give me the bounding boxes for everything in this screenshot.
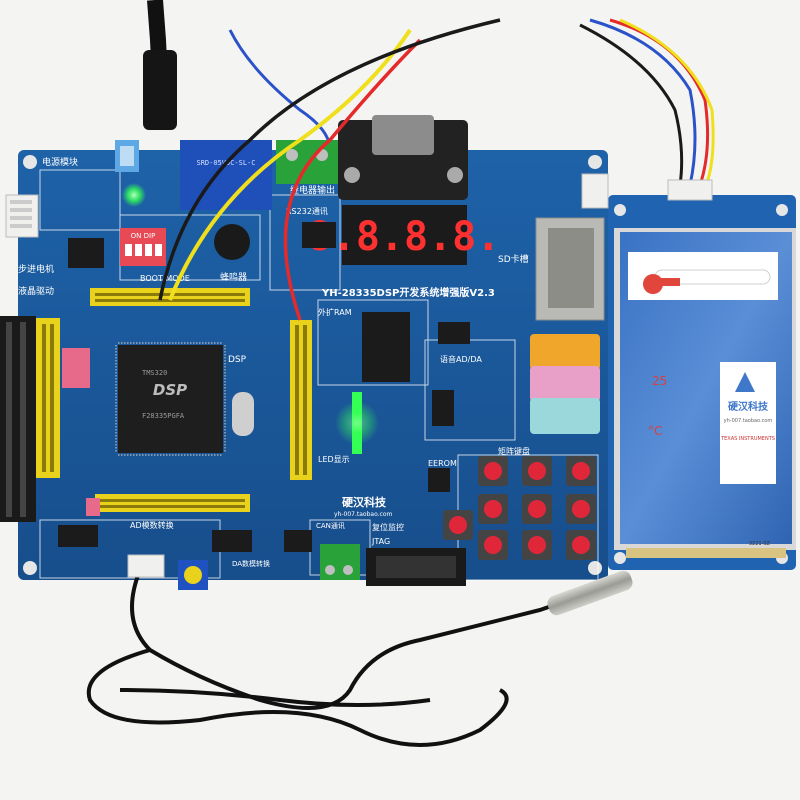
temperature-unit: °C [648,424,662,438]
label-da: DA数模转换 [232,559,270,568]
yellow-header-left [36,318,60,478]
label-can: CAN通讯 [316,521,345,530]
label-rs232: RS232通讯 [286,206,328,216]
led-column [335,392,379,454]
lcd-logo-ti: TEXAS INSTRUMENTS [720,436,775,442]
label-ext-ram: 外扩RAM [318,307,352,317]
audio-jack-orange [530,334,600,370]
label-keypad: 矩阵键盘 [498,446,530,456]
svg-text:DSP: DSP [153,381,187,399]
keypad [443,456,596,560]
can-terminal [320,544,360,580]
label-buzzer: 蜂鸣器 [220,271,247,283]
board-title: YH-28335DSP开发系统增强版V2.3 [321,286,495,299]
svg-text:TMS320: TMS320 [142,369,167,377]
lcd-model-label: 3221-SZ [749,541,771,547]
svg-text:8.8.8.8.: 8.8.8.8. [308,214,501,260]
svg-text:F28335PGFA: F28335PGFA [142,412,185,420]
label-lcd-driver: 液晶驱动 [18,285,54,297]
seven-segment-display [342,205,467,265]
audio-jack-cyan [530,398,600,434]
label-brand: 硬汉科技 [342,495,387,509]
buzzer [214,224,250,260]
yellow-wire [168,28,412,301]
probe-cable [130,569,582,710]
power-plug [143,50,177,130]
lcd-header-black [0,316,36,522]
yellow-header-right [290,320,312,480]
label-brand-url: yh-007.taobao.com [334,511,393,518]
lcd-logo-brand: 硬汉科技 [728,400,769,413]
relay-terminal [276,140,338,184]
red-wire [283,38,422,321]
label-stepper: 步进电机 [18,263,54,275]
ram-chip [362,312,410,382]
yellow-header-bottom [95,494,250,512]
label-reset: 复位监控 [372,522,404,532]
label-power-module: 电源模块 [42,156,78,168]
rs232-connector [338,120,468,200]
label-dsp: DSP [228,355,247,365]
label-eeprom: EEROM [428,459,457,468]
dsp-chip [118,345,223,453]
lcd-logo-url: yh-007.taobao.com [724,418,773,424]
label-ad: AD模数转换 [130,520,174,530]
temperature-value: 25 [652,374,667,388]
power-led [122,183,146,207]
black-wire [158,18,501,301]
svg-text:ON DIP: ON DIP [131,232,156,240]
temperature-probe [547,570,633,616]
label-sd: SD卡槽 [498,253,529,265]
label-audio: 语音AD/DA [440,354,482,364]
label-jtag: JTAG [371,537,390,546]
audio-jack-pink [530,366,600,402]
label-led: LED显示 [318,455,350,464]
label-relay: 继电器输出 [290,184,335,196]
